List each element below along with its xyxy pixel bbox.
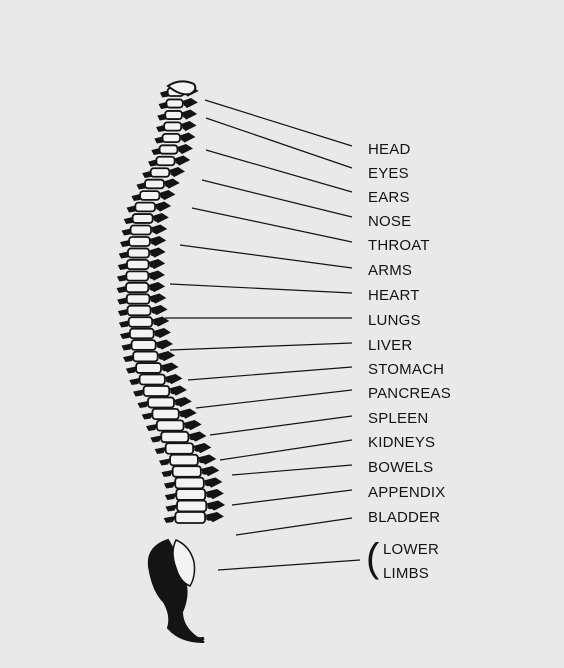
label-head: HEAD xyxy=(368,141,411,158)
leader-line xyxy=(231,464,353,476)
vertebra xyxy=(148,155,191,167)
label-bowels: BOWELS xyxy=(368,459,434,476)
label-liver: LIVER xyxy=(368,337,413,354)
label-arms: ARMS xyxy=(368,262,413,279)
sacrum-highlight xyxy=(172,539,196,587)
label-lower: LOWER xyxy=(383,541,440,558)
leader-line xyxy=(195,389,353,409)
label-spleen: SPLEEN xyxy=(368,410,429,427)
leader-line xyxy=(204,99,353,147)
vertebra xyxy=(116,281,166,294)
label-ears: EARS xyxy=(368,189,410,206)
leader-line xyxy=(217,559,361,571)
vertebra xyxy=(131,189,176,202)
label-throat: THROAT xyxy=(368,237,430,254)
vertebra xyxy=(146,419,202,432)
spine-column xyxy=(116,80,226,643)
vertebra xyxy=(154,132,196,144)
vertebra xyxy=(126,201,172,213)
leader-line xyxy=(205,117,353,169)
vertebra xyxy=(142,166,186,179)
label-appendix: APPENDIX xyxy=(368,484,446,501)
vertebra xyxy=(150,430,207,444)
vertebra xyxy=(164,488,224,501)
vertebra xyxy=(158,97,198,110)
coccyx xyxy=(170,617,205,641)
leader-line xyxy=(231,489,353,506)
vertebra xyxy=(121,224,168,236)
label-nose: NOSE xyxy=(368,213,412,230)
leader-line xyxy=(169,283,353,294)
label-heart: HEART xyxy=(368,287,420,304)
vertebra xyxy=(141,407,197,421)
atlas-vertebra xyxy=(166,80,197,96)
vertebra xyxy=(163,511,224,524)
leader-line xyxy=(201,179,353,218)
vertebra xyxy=(161,465,220,478)
vertebra xyxy=(117,293,167,305)
label-eyes: EYES xyxy=(368,165,409,182)
label-stomach: STOMACH xyxy=(368,361,445,378)
vertebra xyxy=(117,304,168,317)
vertebra xyxy=(118,316,170,328)
vertebra xyxy=(151,143,193,156)
leader-line xyxy=(191,207,353,243)
vertebra xyxy=(129,373,183,386)
leader-line xyxy=(205,149,353,193)
leader-lines xyxy=(165,99,361,571)
vertebra xyxy=(133,385,187,397)
vertebra xyxy=(137,396,192,409)
vertebra xyxy=(165,499,226,513)
vertebra xyxy=(136,178,180,190)
vertebra xyxy=(125,362,179,374)
label-lungs: LUNGS xyxy=(368,312,421,329)
leader-line xyxy=(187,366,353,381)
vertebra xyxy=(118,247,166,259)
leader-line xyxy=(235,517,353,536)
vertebra xyxy=(163,476,223,490)
lower-limbs-bracket: ( xyxy=(366,536,380,580)
vertebra xyxy=(119,327,171,340)
vertebra xyxy=(154,442,212,455)
vertebra xyxy=(156,120,197,133)
leader-line xyxy=(219,439,353,461)
vertebra xyxy=(119,235,167,248)
vertebra xyxy=(116,270,165,282)
vertebra xyxy=(123,212,169,225)
vertebra xyxy=(117,258,166,271)
vertebra xyxy=(157,109,198,121)
leader-line xyxy=(209,415,353,436)
label-pancreas: PANCREAS xyxy=(368,385,452,402)
leader-line xyxy=(169,342,353,351)
vertebra xyxy=(121,339,173,351)
leader-line xyxy=(179,244,353,269)
label-kidneys: KIDNEYS xyxy=(368,434,436,451)
label-bladder: BLADDER xyxy=(368,509,441,526)
vertebra xyxy=(123,350,176,363)
vertebra xyxy=(158,453,217,467)
label-limbs: LIMBS xyxy=(383,565,430,582)
